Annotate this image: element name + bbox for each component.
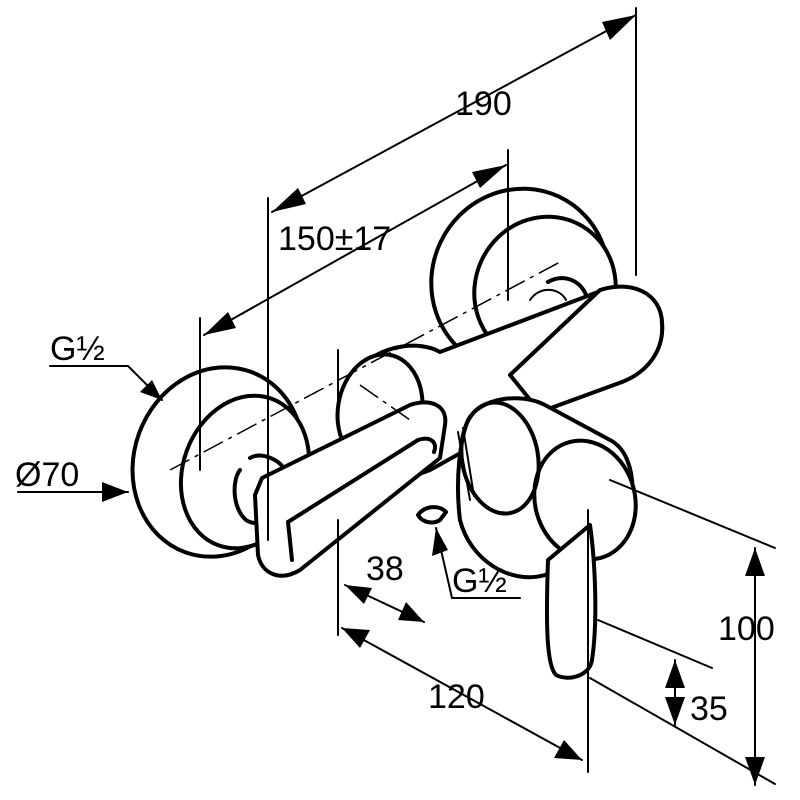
dim-outlet-thread: G½ [452,562,507,600]
dim-outlet-height: 35 [690,690,728,728]
dim-projection: 120 [428,678,485,716]
dim-total-width: 190 [455,85,512,123]
dimension-lines [17,14,765,786]
left-lever [253,400,448,578]
bottom-outlet [416,505,448,525]
right-lever [544,523,598,680]
dim-rosette-diameter: Ø70 [15,456,79,494]
dim-inlet-thread: G½ [50,330,105,368]
dim-outlet-depth: 38 [366,550,404,588]
dim-center-distance: 150±17 [278,220,391,258]
construction-lines [169,7,776,785]
cartridge-cylinder [455,396,638,580]
dim-height: 100 [718,610,775,648]
